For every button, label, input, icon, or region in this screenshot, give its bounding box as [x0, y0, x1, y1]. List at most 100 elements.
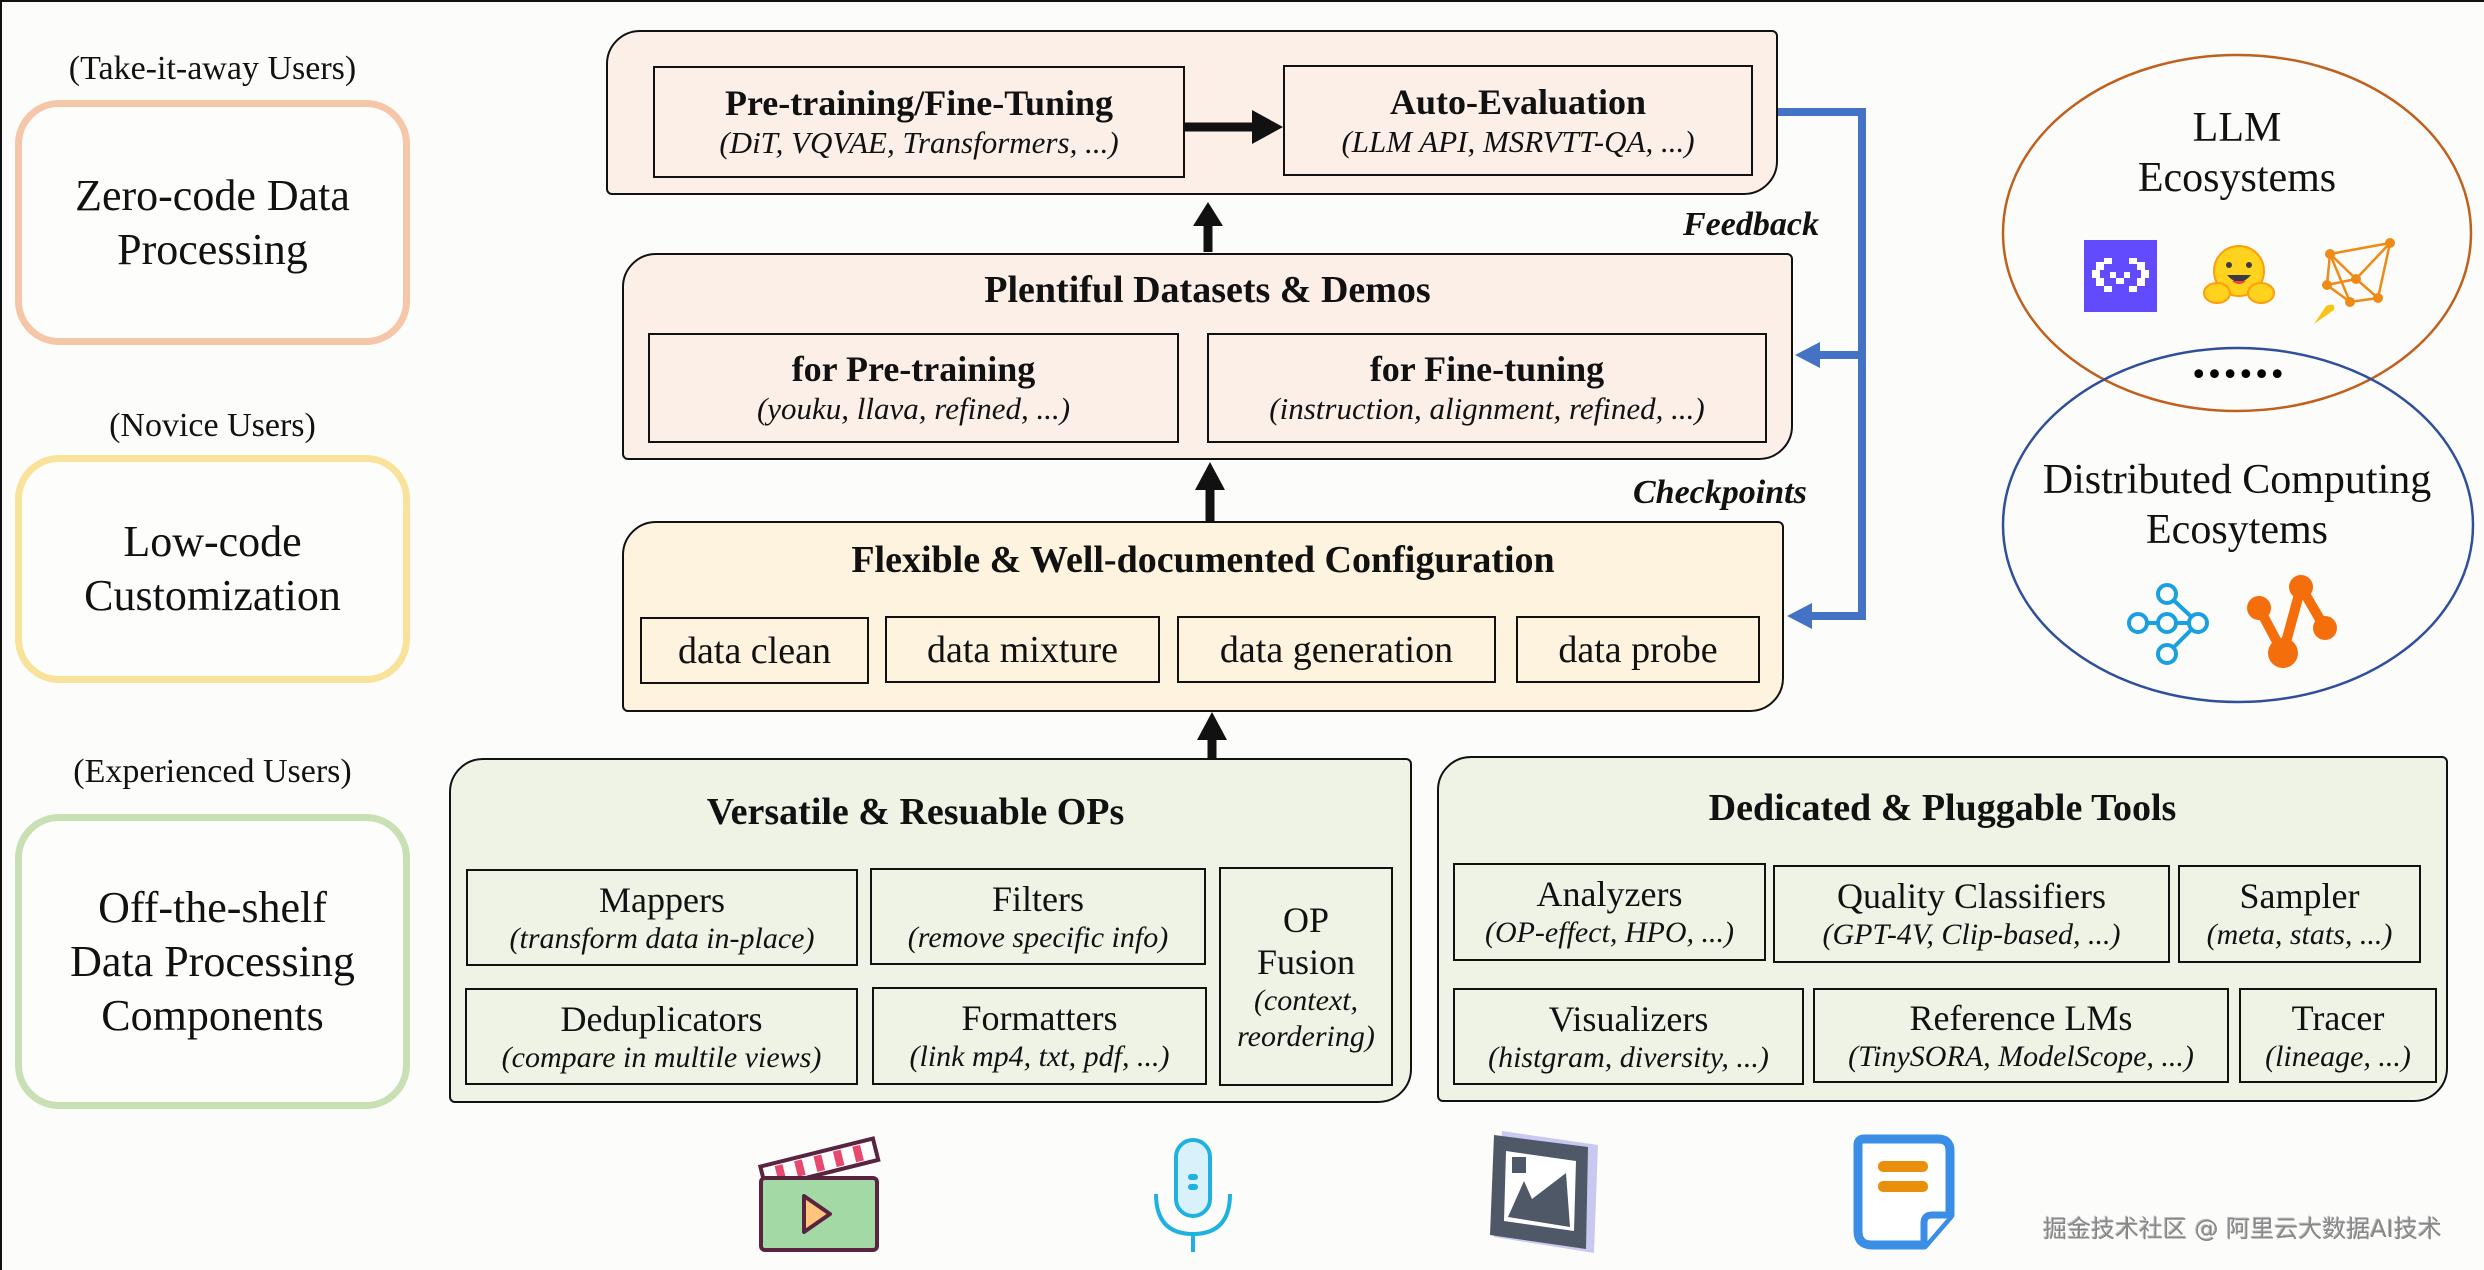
llm-ecosystem-label: LLM Ecosystems: [2037, 103, 2437, 203]
graph-rocket-icon: [2314, 238, 2395, 324]
op-filters-box: Filters (remove specific info): [870, 868, 1206, 965]
op-sub: (link mp4, txt, pdf, ...): [909, 1040, 1170, 1073]
config-item-data-mixture: data mixture: [885, 616, 1160, 683]
tools-title: Dedicated & Pluggable Tools: [1708, 787, 2177, 829]
feedback-arrowhead-config: [1787, 603, 1812, 629]
datasets-finetune-box: for Fine-tuning (instruction, alignment,…: [1207, 333, 1767, 443]
tool-reference-lms-box: Reference LMs (TinySORA, ModelScope, ...…: [1813, 988, 2229, 1083]
tool-quality-classifiers-box: Quality Classifiers (GPT-4V, Clip-based,…: [1773, 865, 2170, 963]
op-sub: (compare in multile views): [501, 1040, 822, 1074]
ecosystem-ellipsis: ••••••: [2189, 358, 2286, 393]
op-title: Filters: [991, 878, 1084, 919]
user-label-take-it-away: (Take-it-away Users): [68, 50, 357, 87]
tool-sub: (TinySORA, ModelScope, ...): [1848, 1039, 2194, 1073]
config-item-label: data probe: [1558, 628, 1718, 671]
image-icon: [1490, 1131, 1598, 1253]
llm-ecosystem-line-1: LLM: [2192, 105, 2282, 151]
tool-visualizers-box: Visualizers (histgram, diversity, ...): [1453, 988, 1804, 1085]
tool-title: Visualizers: [1548, 998, 1709, 1039]
datasets-pretrain-box: for Pre-training (youku, llava, refined,…: [648, 333, 1179, 443]
zero-code-line-2: Processing: [117, 224, 308, 274]
config-item-label: data clean: [678, 629, 831, 672]
pretrain-to-eval-arrow: [1185, 110, 1283, 144]
op-fusion-sub-2: reordering): [1237, 1019, 1375, 1053]
config-item-label: data mixture: [927, 628, 1118, 671]
auto-evaluation-sub: (LLM API, MSRVTT-QA, ...): [1341, 123, 1695, 159]
audio-icon: [1154, 1138, 1232, 1252]
config-item-data-clean: data clean: [640, 617, 869, 684]
user-label-experienced: (Experienced Users): [73, 753, 352, 790]
tool-sub: (lineage, ...): [2265, 1039, 2411, 1073]
distributed-ecosystem-label: Distributed Computing Ecosytems: [2017, 455, 2457, 555]
datasets-title: Plentiful Datasets & Demos: [984, 269, 1431, 311]
off-the-shelf-line-1: Off-the-shelf: [98, 882, 327, 932]
pretrain-finetune-sub: (DiT, VQVAE, Transformers, ...): [719, 125, 1119, 160]
distributed-ecosystem-line-2: Ecosytems: [2146, 507, 2328, 553]
datasets-pretrain-sub: (youku, llava, refined, ...): [756, 391, 1071, 426]
feedback-loop: [1778, 108, 1866, 629]
watermark: 掘金技术社区 @ 阿里云大数据AI技术: [2043, 1215, 2442, 1243]
ops-title: Versatile & Resuable OPs: [706, 791, 1125, 833]
pretrain-finetune-box: Pre-training/Fine-Tuning (DiT, VQVAE, Tr…: [653, 66, 1185, 178]
low-code-line-1: Low-code: [123, 517, 302, 566]
tool-title: Tracer: [2291, 997, 2385, 1038]
off-the-shelf-line-3: Components: [101, 990, 324, 1040]
zero-code-line-1: Zero-code Data: [75, 170, 350, 220]
op-title: Formatters: [961, 998, 1118, 1038]
distributed-ecosystem-line-1: Distributed Computing: [2042, 457, 2432, 503]
auto-evaluation-box: Auto-Evaluation (LLM API, MSRVTT-QA, ...…: [1283, 65, 1753, 176]
ecosystem-ellipses: [2001, 53, 2475, 704]
datasets-finetune-sub: (instruction, alignment, refined, ...): [1269, 391, 1705, 426]
checkpoints-label: Checkpoints: [1633, 474, 1807, 511]
config-to-datasets-arrow: [1195, 462, 1225, 521]
tool-sub: (meta, stats, ...): [2206, 918, 2393, 951]
flow-graph-icon: [2247, 574, 2337, 668]
op-sub: (remove specific info): [907, 920, 1169, 954]
op-fusion-sub-1: (context,: [1253, 983, 1359, 1017]
datasets-pretrain-title: for Pre-training: [791, 349, 1036, 389]
op-deduplicators-box: Deduplicators (compare in multile views): [465, 988, 858, 1085]
feedback-line: [1778, 108, 1866, 620]
tool-sub: (OP-effect, HPO, ...): [1484, 916, 1735, 949]
tools-panel: [1437, 756, 2448, 1102]
op-formatters-box: Formatters (link mp4, txt, pdf, ...): [872, 987, 1207, 1085]
config-item-label: data generation: [1219, 628, 1454, 671]
tool-analyzers-box: Analyzers (OP-effect, HPO, ...): [1453, 863, 1766, 961]
ops-to-config-arrow: [1197, 712, 1227, 758]
tool-title: Sampler: [2239, 876, 2360, 916]
op-fusion-title-1: OP: [1282, 899, 1330, 940]
op-fusion-title-2: Fusion: [1256, 941, 1356, 982]
user-label-novice: (Novice Users): [109, 407, 316, 444]
datasets-finetune-title: for Fine-tuning: [1369, 349, 1605, 389]
hugging-face-icon: [2203, 245, 2275, 304]
tool-tracer-box: Tracer (lineage, ...): [2239, 988, 2437, 1083]
tool-sampler-box: Sampler (meta, stats, ...): [2178, 865, 2421, 963]
distributed-ecosystem-ellipse: [2001, 346, 2475, 704]
datasets-to-training-arrow: [1193, 202, 1223, 252]
feedback-arrowhead-datasets: [1795, 342, 1820, 368]
feedback-label: Feedback: [1683, 206, 1819, 243]
tool-sub: (histgram, diversity, ...): [1488, 1040, 1769, 1074]
training-panel: [606, 30, 1778, 195]
config-item-data-probe: data probe: [1516, 616, 1760, 683]
auto-evaluation-title: Auto-Evaluation: [1389, 81, 1647, 122]
tool-title: Reference LMs: [1909, 997, 2133, 1038]
modelscope-icon: [2084, 240, 2157, 312]
config-title: Flexible & Well-documented Configuration: [851, 539, 1555, 581]
tool-title: Analyzers: [1536, 874, 1683, 914]
text-icon: [1853, 1134, 1955, 1250]
op-sub: (transform data in-place): [509, 921, 815, 955]
tool-sub: (GPT-4V, Clip-based, ...): [1822, 918, 2121, 951]
op-title: Deduplicators: [560, 998, 763, 1039]
op-fusion-box: OP Fusion (context, reordering): [1219, 867, 1393, 1086]
tool-title: Quality Classifiers: [1837, 876, 2106, 916]
op-title: Mappers: [599, 879, 725, 920]
off-the-shelf-line-2: Data Processing: [70, 936, 355, 986]
config-item-data-generation: data generation: [1177, 616, 1496, 683]
low-code-line-2: Customization: [84, 571, 341, 620]
ops-panel: [449, 758, 1412, 1103]
op-mappers-box: Mappers (transform data in-place): [466, 869, 858, 966]
llm-ecosystem-ellipse: [2001, 53, 2473, 413]
